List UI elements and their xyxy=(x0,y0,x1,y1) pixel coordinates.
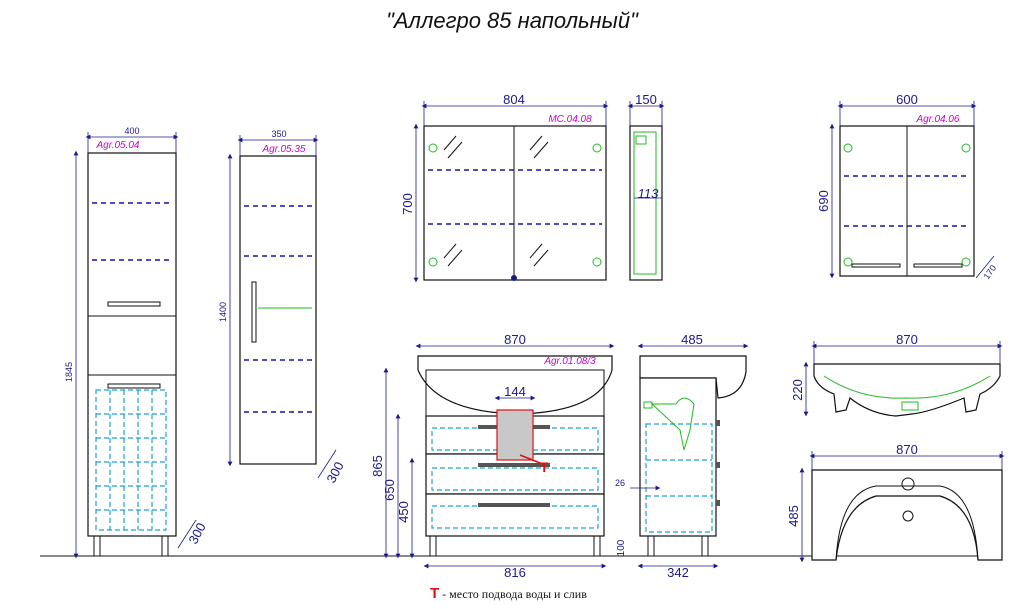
mirror-depth-value: 150 xyxy=(635,92,657,107)
pipe-zone-width-value: 144 xyxy=(504,384,526,399)
narrow-width-value: 350 xyxy=(271,129,286,139)
vanity-drawer-3 xyxy=(425,493,605,537)
legend: T - место подвода воды и слив xyxy=(430,585,587,602)
legend-text: - место подвода воды и слив xyxy=(439,587,587,601)
vanity-height-value: 865 xyxy=(370,455,385,477)
mirror-height-value: 700 xyxy=(400,193,415,215)
tall-depth-value: 300 xyxy=(185,520,208,546)
vanity-leg-value: 100 xyxy=(616,539,627,556)
vanity-side-view: 485 342 26 xyxy=(615,332,749,580)
laundry-basket xyxy=(95,389,167,531)
tall-width-value: 400 xyxy=(124,126,139,136)
small-mirror-label: Agr.04.06 xyxy=(916,114,960,125)
narrow-cabinet: 350 Agr.05.35 1400 300 xyxy=(218,129,347,485)
vanity-650-value: 650 xyxy=(382,479,397,501)
drain-hole xyxy=(902,510,914,522)
mirror-side-body xyxy=(629,125,663,281)
vanity-450-value: 450 xyxy=(396,501,411,523)
sink-top-outline xyxy=(811,469,1003,561)
side-26-value: 26 xyxy=(615,478,625,488)
vanity-drawer-2 xyxy=(425,453,605,495)
tall-cabinet-label: Agr.05.04 xyxy=(96,140,140,151)
sink-profile-shape xyxy=(813,363,1001,417)
pipe-zone xyxy=(496,409,534,461)
narrow-depth-value: 300 xyxy=(323,459,346,485)
drawing-title: "Аллегро 85 напольный" xyxy=(386,8,638,33)
sink-width-value: 870 xyxy=(896,332,918,347)
sink-profile: 870 220 xyxy=(790,332,1003,417)
narrow-height-value: 1400 xyxy=(218,302,228,322)
vanity-label: Agr.01.08/3 xyxy=(543,356,596,367)
mirror-cabinet-label: MC.04.08 xyxy=(548,114,592,125)
small-depth-value: 170 xyxy=(981,263,998,281)
mirror-cabinet-body xyxy=(423,125,607,281)
tall-cabinet-handle-bottom xyxy=(107,383,161,389)
sink-height-value: 220 xyxy=(790,379,805,401)
mirror-cabinet: 804 MC.04.08 700 xyxy=(400,92,609,283)
sink-top-view: 870 485 xyxy=(786,442,1005,563)
legend-marker: T xyxy=(430,585,440,602)
mirror-width-value: 804 xyxy=(503,92,525,107)
vanity-bottom-width-value: 816 xyxy=(504,565,526,580)
vanity-front: T 870 Agr.01.08/3 144 865 650 450 816 10… xyxy=(370,332,627,580)
water-supply-marker: T xyxy=(540,459,549,475)
small-height-value: 690 xyxy=(816,190,831,212)
side-depth-value: 485 xyxy=(681,332,703,347)
mirror-side-view: 150 113 xyxy=(627,92,665,281)
tall-cabinet: 400 Agr.05.04 1845 300 xyxy=(64,126,209,559)
small-mirror-cabinet: 600 Agr.04.06 690 170 xyxy=(816,92,998,281)
top-width-value: 870 xyxy=(896,442,918,457)
vanity-width-value: 870 xyxy=(504,332,526,347)
small-width-value: 600 xyxy=(896,92,918,107)
narrow-cabinet-body xyxy=(239,155,317,465)
tall-height-value: 1845 xyxy=(64,362,74,382)
tall-cabinet-body xyxy=(87,152,177,537)
side-bottom-value: 342 xyxy=(667,565,689,580)
mirror-inner-depth-value: 113 xyxy=(638,186,659,201)
tall-cabinet-handle-top xyxy=(107,301,161,307)
narrow-cabinet-label: Agr.05.35 xyxy=(262,144,306,155)
narrow-cabinet-handle xyxy=(251,281,257,343)
top-depth-value: 485 xyxy=(786,505,801,527)
faucet-hole xyxy=(901,477,915,491)
